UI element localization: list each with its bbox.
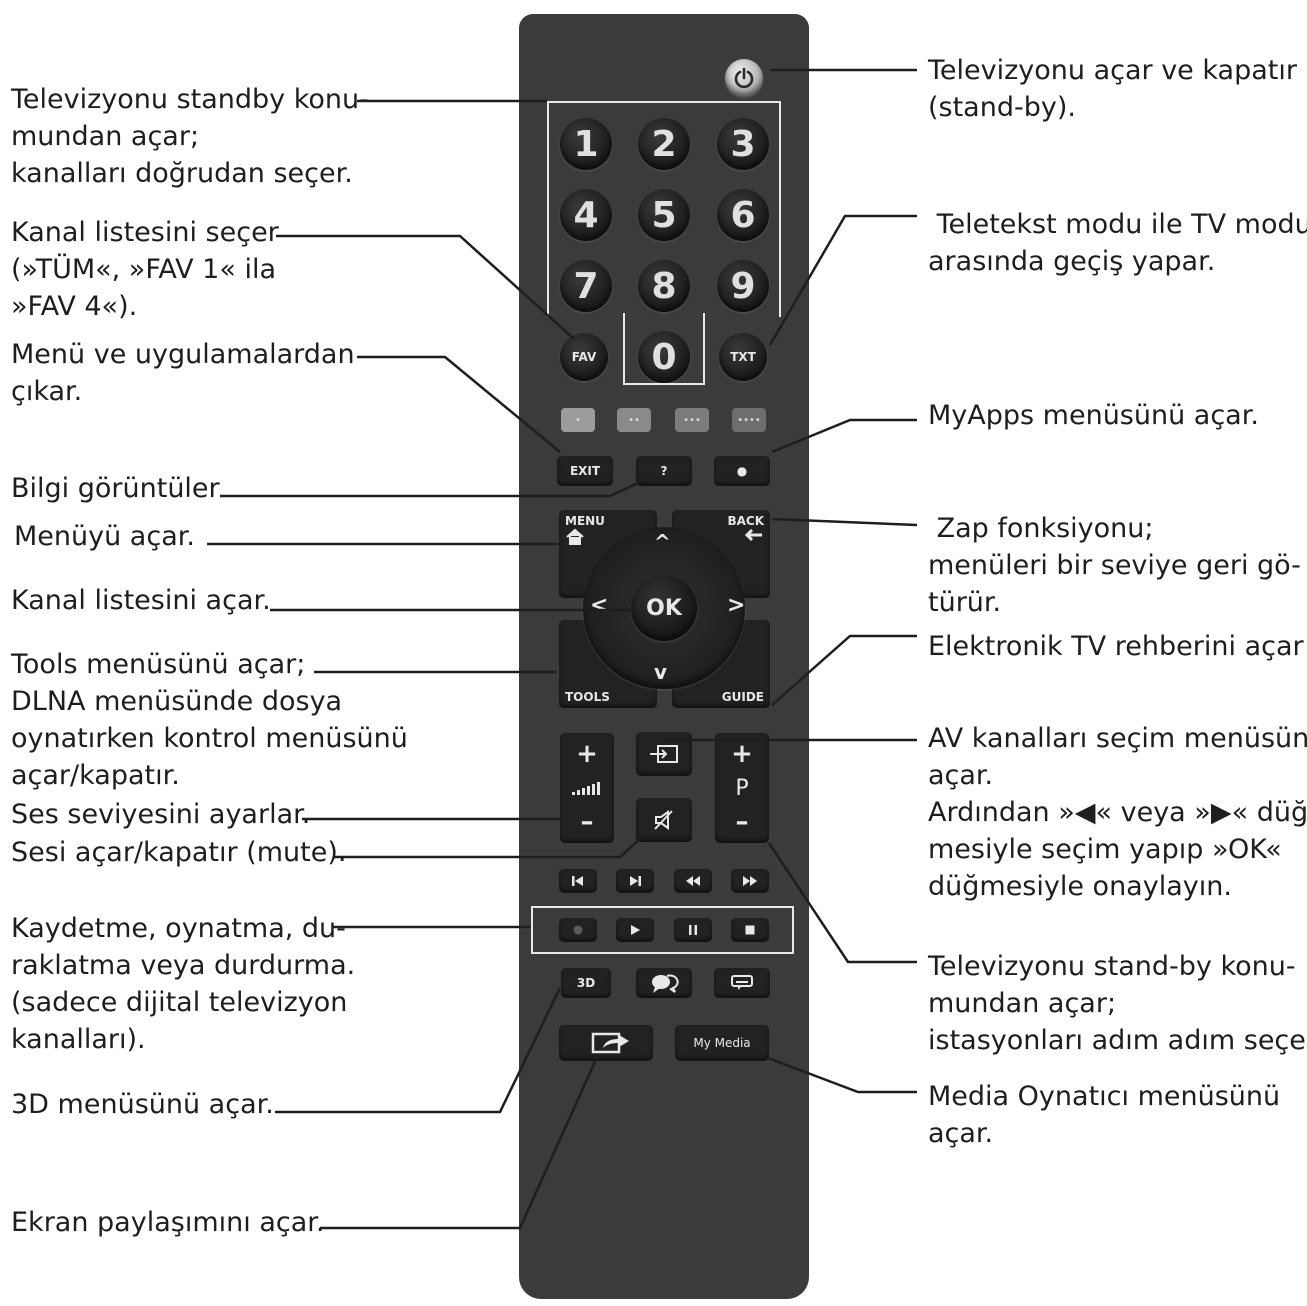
label-fav: Kanal listesini seçer (»TÜM«, »FAV 1« il… (11, 217, 279, 322)
menu-label: MENU (565, 514, 605, 528)
color-button-1[interactable]: • (561, 408, 595, 432)
digit-0-button[interactable]: 0 (638, 331, 690, 383)
stop-button[interactable] (731, 918, 769, 942)
mute-speaker-icon (654, 810, 673, 830)
home-icon (566, 528, 584, 545)
nav-up-icon[interactable]: ^ (654, 530, 671, 554)
label-info: Bilgi görüntüler (11, 473, 220, 504)
label-numbers: Televizyonu standby konu- mundan açar; k… (11, 84, 369, 189)
label-power: Televizyonu açar ve kapatır (stand-by). (928, 55, 1297, 123)
label-back: Zap fonksiyonu; menüleri bir seviye geri… (928, 513, 1301, 618)
volume-plus-label: + (576, 739, 598, 769)
screen-share-button[interactable] (559, 1025, 653, 1061)
nav-down-icon[interactable]: v (654, 660, 668, 684)
digit-1-button[interactable]: 1 (560, 118, 612, 170)
label-3d: 3D menüsünü açar. (11, 1089, 274, 1120)
record-button[interactable] (559, 918, 597, 942)
digit-6-button[interactable]: 6 (717, 189, 769, 241)
channel-minus-label: – (735, 807, 749, 837)
skip-back-icon (572, 876, 583, 886)
guide-label: GUIDE (721, 690, 764, 704)
play-icon (631, 925, 640, 935)
pause-icon (689, 925, 697, 935)
power-button[interactable] (725, 59, 763, 97)
digit-2-button[interactable]: 2 (638, 118, 690, 170)
digit-5-button[interactable]: 5 (638, 189, 690, 241)
fast-forward-button[interactable] (731, 869, 769, 893)
txt-button[interactable]: TXT (719, 333, 767, 381)
label-ok: Kanal listesini açar. (11, 585, 271, 616)
back-label: BACK (727, 514, 764, 528)
fav-button[interactable]: FAV (560, 333, 608, 381)
back-arrow-icon (744, 528, 762, 542)
speech-bubble-icon (652, 974, 679, 993)
myapps-button[interactable]: ● (714, 456, 770, 486)
digit-9-button[interactable]: 9 (717, 260, 769, 312)
ok-button[interactable]: OK (631, 575, 697, 641)
digit-8-button[interactable]: 8 (638, 260, 690, 312)
label-myapps: MyApps menüsünü açar. (928, 400, 1259, 431)
label-media: Media Oynatıcı menüsünü açar. (928, 1081, 1281, 1149)
record-icon (573, 925, 583, 935)
zero-outline (623, 313, 705, 385)
label-exit: Menü ve uygulamalardan çıkar. (11, 339, 355, 407)
voice-button[interactable] (636, 968, 692, 998)
label-guide: Elektronik TV rehberini açar (928, 631, 1304, 662)
channel-p-label: P (735, 775, 749, 801)
next-button[interactable] (616, 869, 654, 893)
share-arrow-icon (591, 1032, 629, 1054)
label-av: AV kanalları seçim menüsünü açar. Ardınd… (928, 723, 1307, 902)
color-button-2[interactable]: •• (617, 408, 651, 432)
color-button-4[interactable]: •••• (732, 408, 766, 432)
volume-level-icon (572, 782, 600, 795)
nav-right-icon[interactable]: > (727, 593, 746, 618)
label-menu: Menüyü açar. (14, 521, 195, 552)
volume-minus-label: – (580, 807, 594, 837)
channel-rocker[interactable]: + P – (715, 733, 769, 843)
tools-label: TOOLS (565, 690, 610, 704)
power-icon (734, 67, 754, 89)
digit-7-button[interactable]: 7 (560, 260, 612, 312)
stop-icon (745, 925, 755, 935)
label-record: Kaydetme, oynatma, du- raklatma veya dur… (11, 913, 356, 1055)
fast-forward-icon (743, 876, 757, 886)
label-volume: Ses seviyesini ayarlar. (11, 799, 311, 830)
previous-button[interactable] (559, 869, 597, 893)
label-channel: Televizyonu stand-by konu- mundan açar; … (928, 951, 1307, 1056)
channel-plus-label: + (731, 739, 753, 769)
digit-3-button[interactable]: 3 (717, 118, 769, 170)
number-pad-outline (547, 101, 781, 317)
subtitle-button[interactable] (714, 968, 770, 998)
3d-button[interactable]: 3D (561, 968, 611, 998)
label-txt: Teletekst modu ile TV modu arasında geçi… (928, 209, 1307, 277)
label-share: Ekran paylaşımını açar. (11, 1207, 325, 1238)
volume-rocker[interactable]: + – (560, 733, 614, 843)
info-button[interactable]: ? (636, 456, 692, 486)
input-source-icon (650, 745, 678, 763)
label-tools: Tools menüsünü açar; DLNA menüsünde dosy… (11, 649, 408, 791)
label-mute: Sesi açar/kapatır (mute). (11, 837, 347, 868)
exit-button[interactable]: EXIT (557, 456, 613, 486)
digit-4-button[interactable]: 4 (560, 189, 612, 241)
rewind-icon (686, 876, 700, 886)
subtitle-icon (731, 975, 753, 990)
record-playback-outline (531, 906, 794, 954)
rewind-button[interactable] (674, 869, 712, 893)
mute-button[interactable] (636, 798, 692, 842)
nav-left-icon[interactable]: < (590, 593, 609, 618)
pause-button[interactable] (674, 918, 712, 942)
color-button-3[interactable]: ••• (675, 408, 709, 432)
skip-forward-icon (630, 876, 641, 886)
my-media-button[interactable]: My Media (675, 1025, 769, 1061)
play-button[interactable] (616, 918, 654, 942)
